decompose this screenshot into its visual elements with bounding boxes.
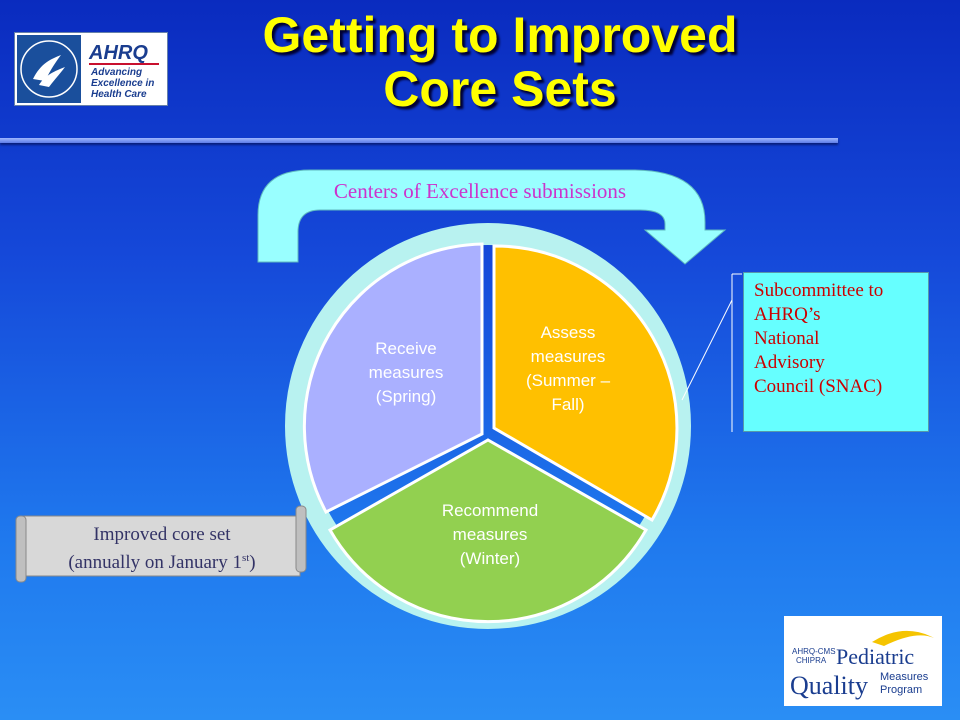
submissions-arrow-label: Centers of Excellence submissions: [334, 179, 626, 203]
title-line-2: Core Sets: [383, 61, 617, 117]
hhs-eagle-wing-icon: [39, 67, 65, 87]
scroll-line-2-suffix: ): [249, 552, 255, 573]
pqmp-small-3: Measures: [880, 671, 929, 683]
ahrq-logo-rule: [89, 63, 159, 65]
scroll-right-roll: [295, 505, 307, 573]
assess-label-4: Fall): [551, 395, 584, 414]
recommend-label-2: measures: [453, 525, 528, 544]
segment-receive: [302, 242, 484, 514]
assess-label-2: measures: [531, 347, 606, 366]
snac-line-5: Council (SNAC): [754, 376, 883, 397]
recommend-label-3: (Winter): [460, 549, 520, 568]
snac-line-4: Advisory: [754, 352, 825, 373]
pqmp-swoosh-icon: [872, 630, 934, 646]
pqmp-small-1: AHRQ-CMS: [792, 647, 836, 656]
receive-label-1: Receive: [375, 339, 436, 358]
submissions-curved-arrow: [257, 169, 727, 265]
pqmp-small-4: Program: [880, 684, 922, 696]
hhs-ahrq-logo: AHRQ Advancing Excellence in Health Care: [14, 32, 168, 106]
scroll-line-2-prefix: (annually on January 1: [68, 552, 242, 573]
assess-label-1: Assess: [541, 323, 596, 342]
assess-label-3: (Summer –: [526, 371, 611, 390]
segment-recommend: [327, 438, 649, 624]
scroll-superscript: st: [242, 552, 249, 564]
ahrq-tagline-3: Health Care: [91, 89, 147, 100]
receive-label-3: (Spring): [376, 387, 436, 406]
segment-assess: [492, 244, 679, 523]
snac-line-2: AHRQ’s: [754, 304, 821, 325]
title-line-1: Getting to Improved: [262, 7, 738, 63]
scroll-line-2: (annually on January 1st): [68, 552, 255, 573]
slide-title: Getting to Improved Core Sets: [200, 8, 800, 116]
pqmp-logo-graphic: AHRQ-CMS CHIPRA Pediatric Quality Measur…: [790, 630, 934, 700]
snac-box: Subcommittee to AHRQ’s National Advisory…: [743, 272, 929, 432]
receive-label-2: measures: [369, 363, 444, 382]
pqmp-word-quality: Quality: [790, 671, 868, 700]
pqmp-word-pediatric: Pediatric: [836, 644, 914, 669]
snac-callout-pointer: [681, 299, 733, 401]
hhs-ahrq-logo-graphic: AHRQ Advancing Excellence in Health Care: [17, 35, 165, 103]
scroll-line-1: Improved core set: [93, 524, 231, 545]
title-divider: [0, 138, 838, 143]
hhs-eagle-icon: [33, 55, 61, 81]
recommend-label-1: Recommend: [442, 501, 538, 520]
ahrq-logo-background: [85, 37, 165, 101]
pqmp-small-2: CHIPRA: [796, 656, 827, 665]
snac-line-3: National: [754, 328, 820, 349]
hhs-seal-ring: [20, 40, 78, 98]
snac-line-1: Subcommittee to: [754, 280, 884, 301]
ahrq-brand-text: AHRQ: [88, 42, 148, 64]
pqmp-logo: AHRQ-CMS CHIPRA Pediatric Quality Measur…: [784, 616, 942, 706]
scroll-left-roll: [15, 515, 27, 583]
ahrq-tagline-2: Excellence in: [91, 78, 154, 89]
ahrq-tagline-1: Advancing: [90, 67, 142, 78]
